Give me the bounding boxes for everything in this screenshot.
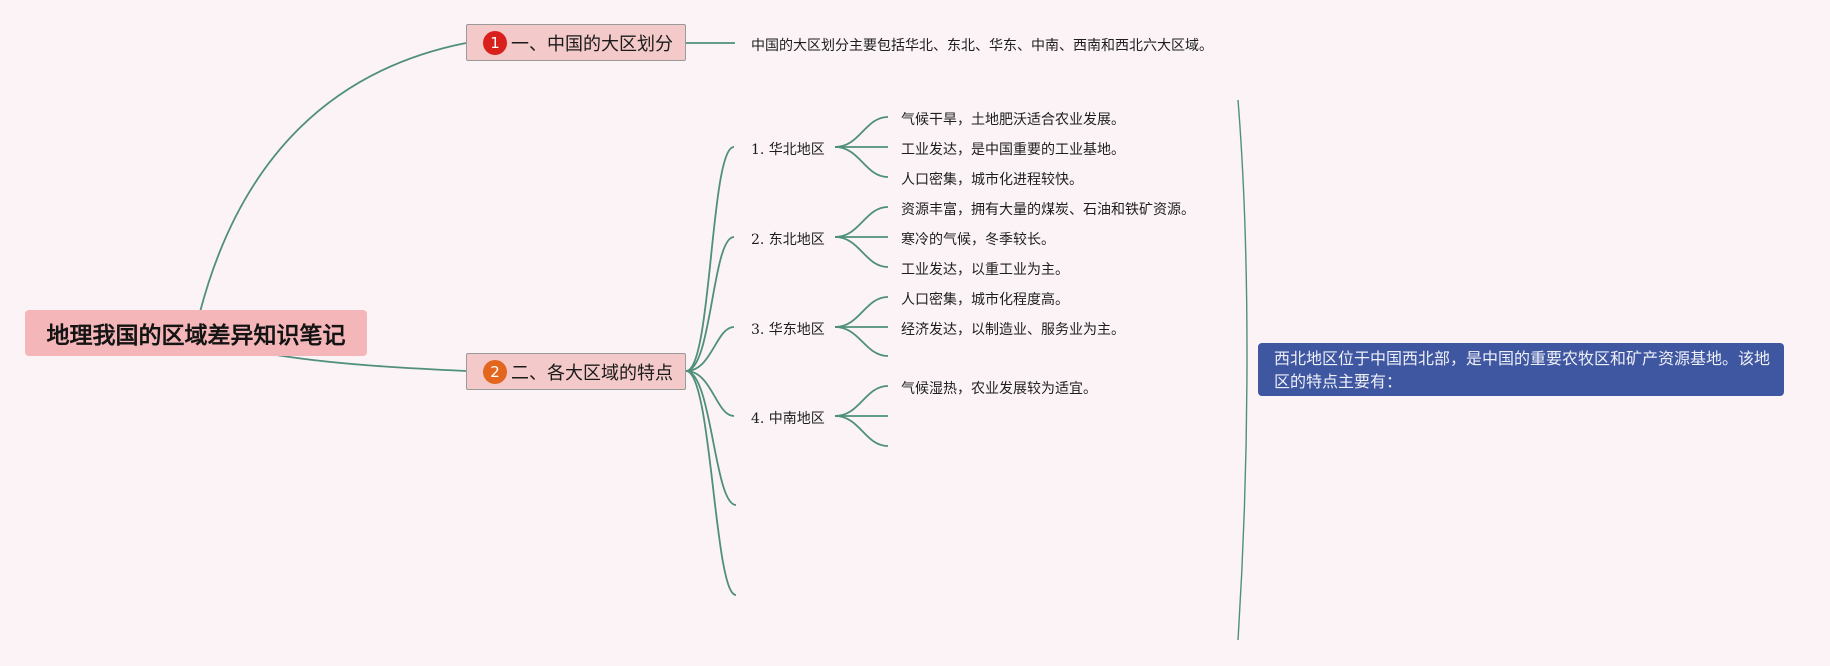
- root-topic[interactable]: 地理我国的区域差异知识笔记: [25, 310, 367, 356]
- northwest-callout[interactable]: 西北地区位于中国西北部，是中国的重要农牧区和矿产资源基地。该地区的特点主要有：: [1258, 343, 1784, 396]
- region-1-point-3[interactable]: 人口密集，城市化进程较快。: [901, 172, 1083, 188]
- link-branch2-empty6: [685, 370, 737, 596]
- branch-2-title: 二、各大区域的特点: [511, 362, 673, 384]
- root-title: 地理我国的区域差异知识笔记: [46, 323, 346, 349]
- link-branch2-region2: [685, 236, 735, 372]
- number-badge-1: 1: [483, 30, 507, 55]
- link-branch2-empty5: [685, 370, 737, 506]
- region-4-point-1[interactable]: 气候湿热，农业发展较为适宜。: [901, 381, 1097, 397]
- bracket-line: [1237, 99, 1248, 641]
- number-badge-2: 2: [483, 359, 507, 384]
- branch-2-topic[interactable]: 2 二、各大区域的特点: [466, 353, 686, 390]
- region-2-point-3[interactable]: 工业发达，以重工业为主。: [901, 262, 1069, 278]
- region-3-point-1[interactable]: 人口密集，城市化程度高。: [901, 292, 1069, 308]
- region-2-point-2[interactable]: 寒冷的气候，冬季较长。: [901, 232, 1055, 248]
- region-1-point-1[interactable]: 气候干旱，土地肥沃适合农业发展。: [901, 112, 1125, 128]
- branch-1-text[interactable]: 中国的大区划分主要包括华北、东北、华东、中南、西南和西北六大区域。: [751, 38, 1213, 54]
- link-branch2-region1: [685, 146, 735, 372]
- region-1-label[interactable]: 1. 华北地区: [751, 142, 825, 158]
- link-branch2-region4: [685, 370, 735, 417]
- region-2-label[interactable]: 2. 东北地区: [751, 232, 825, 248]
- link-root-branch1: [199, 42, 467, 313]
- region-2-point-1[interactable]: 资源丰富，拥有大量的煤炭、石油和铁矿资源。: [901, 202, 1195, 218]
- region-3-point-2[interactable]: 经济发达，以制造业、服务业为主。: [901, 322, 1125, 338]
- region-3-label[interactable]: 3. 华东地区: [751, 322, 825, 338]
- region-1-point-2[interactable]: 工业发达，是中国重要的工业基地。: [901, 142, 1125, 158]
- branch-1-topic[interactable]: 1 一、中国的大区划分: [466, 24, 686, 61]
- branch-1-title: 一、中国的大区划分: [511, 33, 673, 55]
- region-4-label[interactable]: 4. 中南地区: [751, 411, 825, 427]
- link-branch2-region3: [685, 326, 735, 372]
- link-root-branch2: [269, 353, 467, 372]
- callout-text: 西北地区位于中国西北部，是中国的重要农牧区和矿产资源基地。该地区的特点主要有：: [1274, 349, 1771, 391]
